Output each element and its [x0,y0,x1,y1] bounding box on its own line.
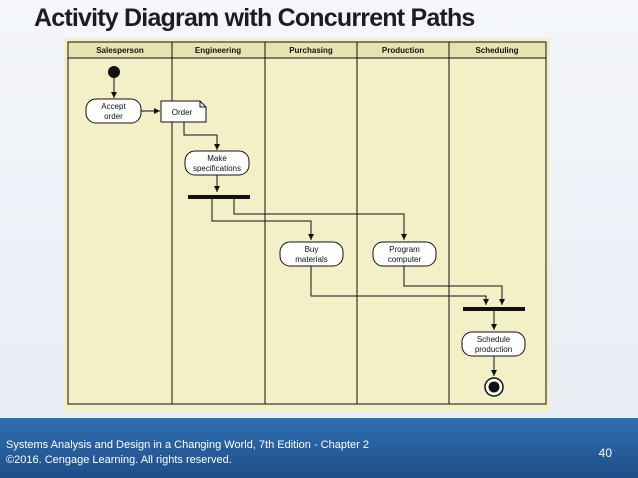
final-node-inner [488,381,500,393]
flow-fork-to-buy-materials [211,199,314,240]
page-number: 40 [598,446,612,460]
flow-program-computer-to-join [403,266,505,305]
lane-label-purchasing: Purchasing [289,46,333,55]
program-computer-line1: Program [389,245,420,254]
make-specs-line2: specifications [193,164,241,173]
buy-materials-line1: Buy [305,245,319,254]
accept-order-line2: order [104,112,123,121]
object-order-fold [199,101,206,108]
lane-label-production: Production [382,46,424,55]
footer-copyright: ©2016. Cengage Learning. All rights rese… [6,454,232,466]
schedule-production-line2: production [475,345,512,354]
activity-diagram: Salesperson Engineering Purchasing Produ… [64,38,550,412]
order-label: Order [172,108,193,117]
fork-bar [188,195,250,199]
object-order [160,100,207,123]
lane-label-engineering: Engineering [195,46,241,55]
slide-footer: Systems Analysis and Design in a Changin… [0,418,638,478]
footer-citation: Systems Analysis and Design in a Changin… [6,439,369,451]
make-specs-line1: Make [207,154,227,163]
buy-materials-line2: materials [295,255,327,264]
accept-order-line1: Accept [101,102,126,111]
schedule-production-line1: Schedule [477,335,511,344]
program-computer-line2: computer [388,255,422,264]
lane-label-scheduling: Scheduling [475,46,518,55]
lane-label-salesperson: Salesperson [96,46,144,55]
initial-node [108,66,120,78]
footer-text: Systems Analysis and Design in a Changin… [6,438,369,468]
join-bar [463,307,525,311]
flow-order-to-make-specs [183,122,220,150]
flow-fork-to-program-computer [233,199,407,240]
flow-buy-materials-to-join [310,266,489,305]
slide-title: Activity Diagram with Concurrent Paths [34,4,475,32]
swimlane-frame [67,41,547,405]
